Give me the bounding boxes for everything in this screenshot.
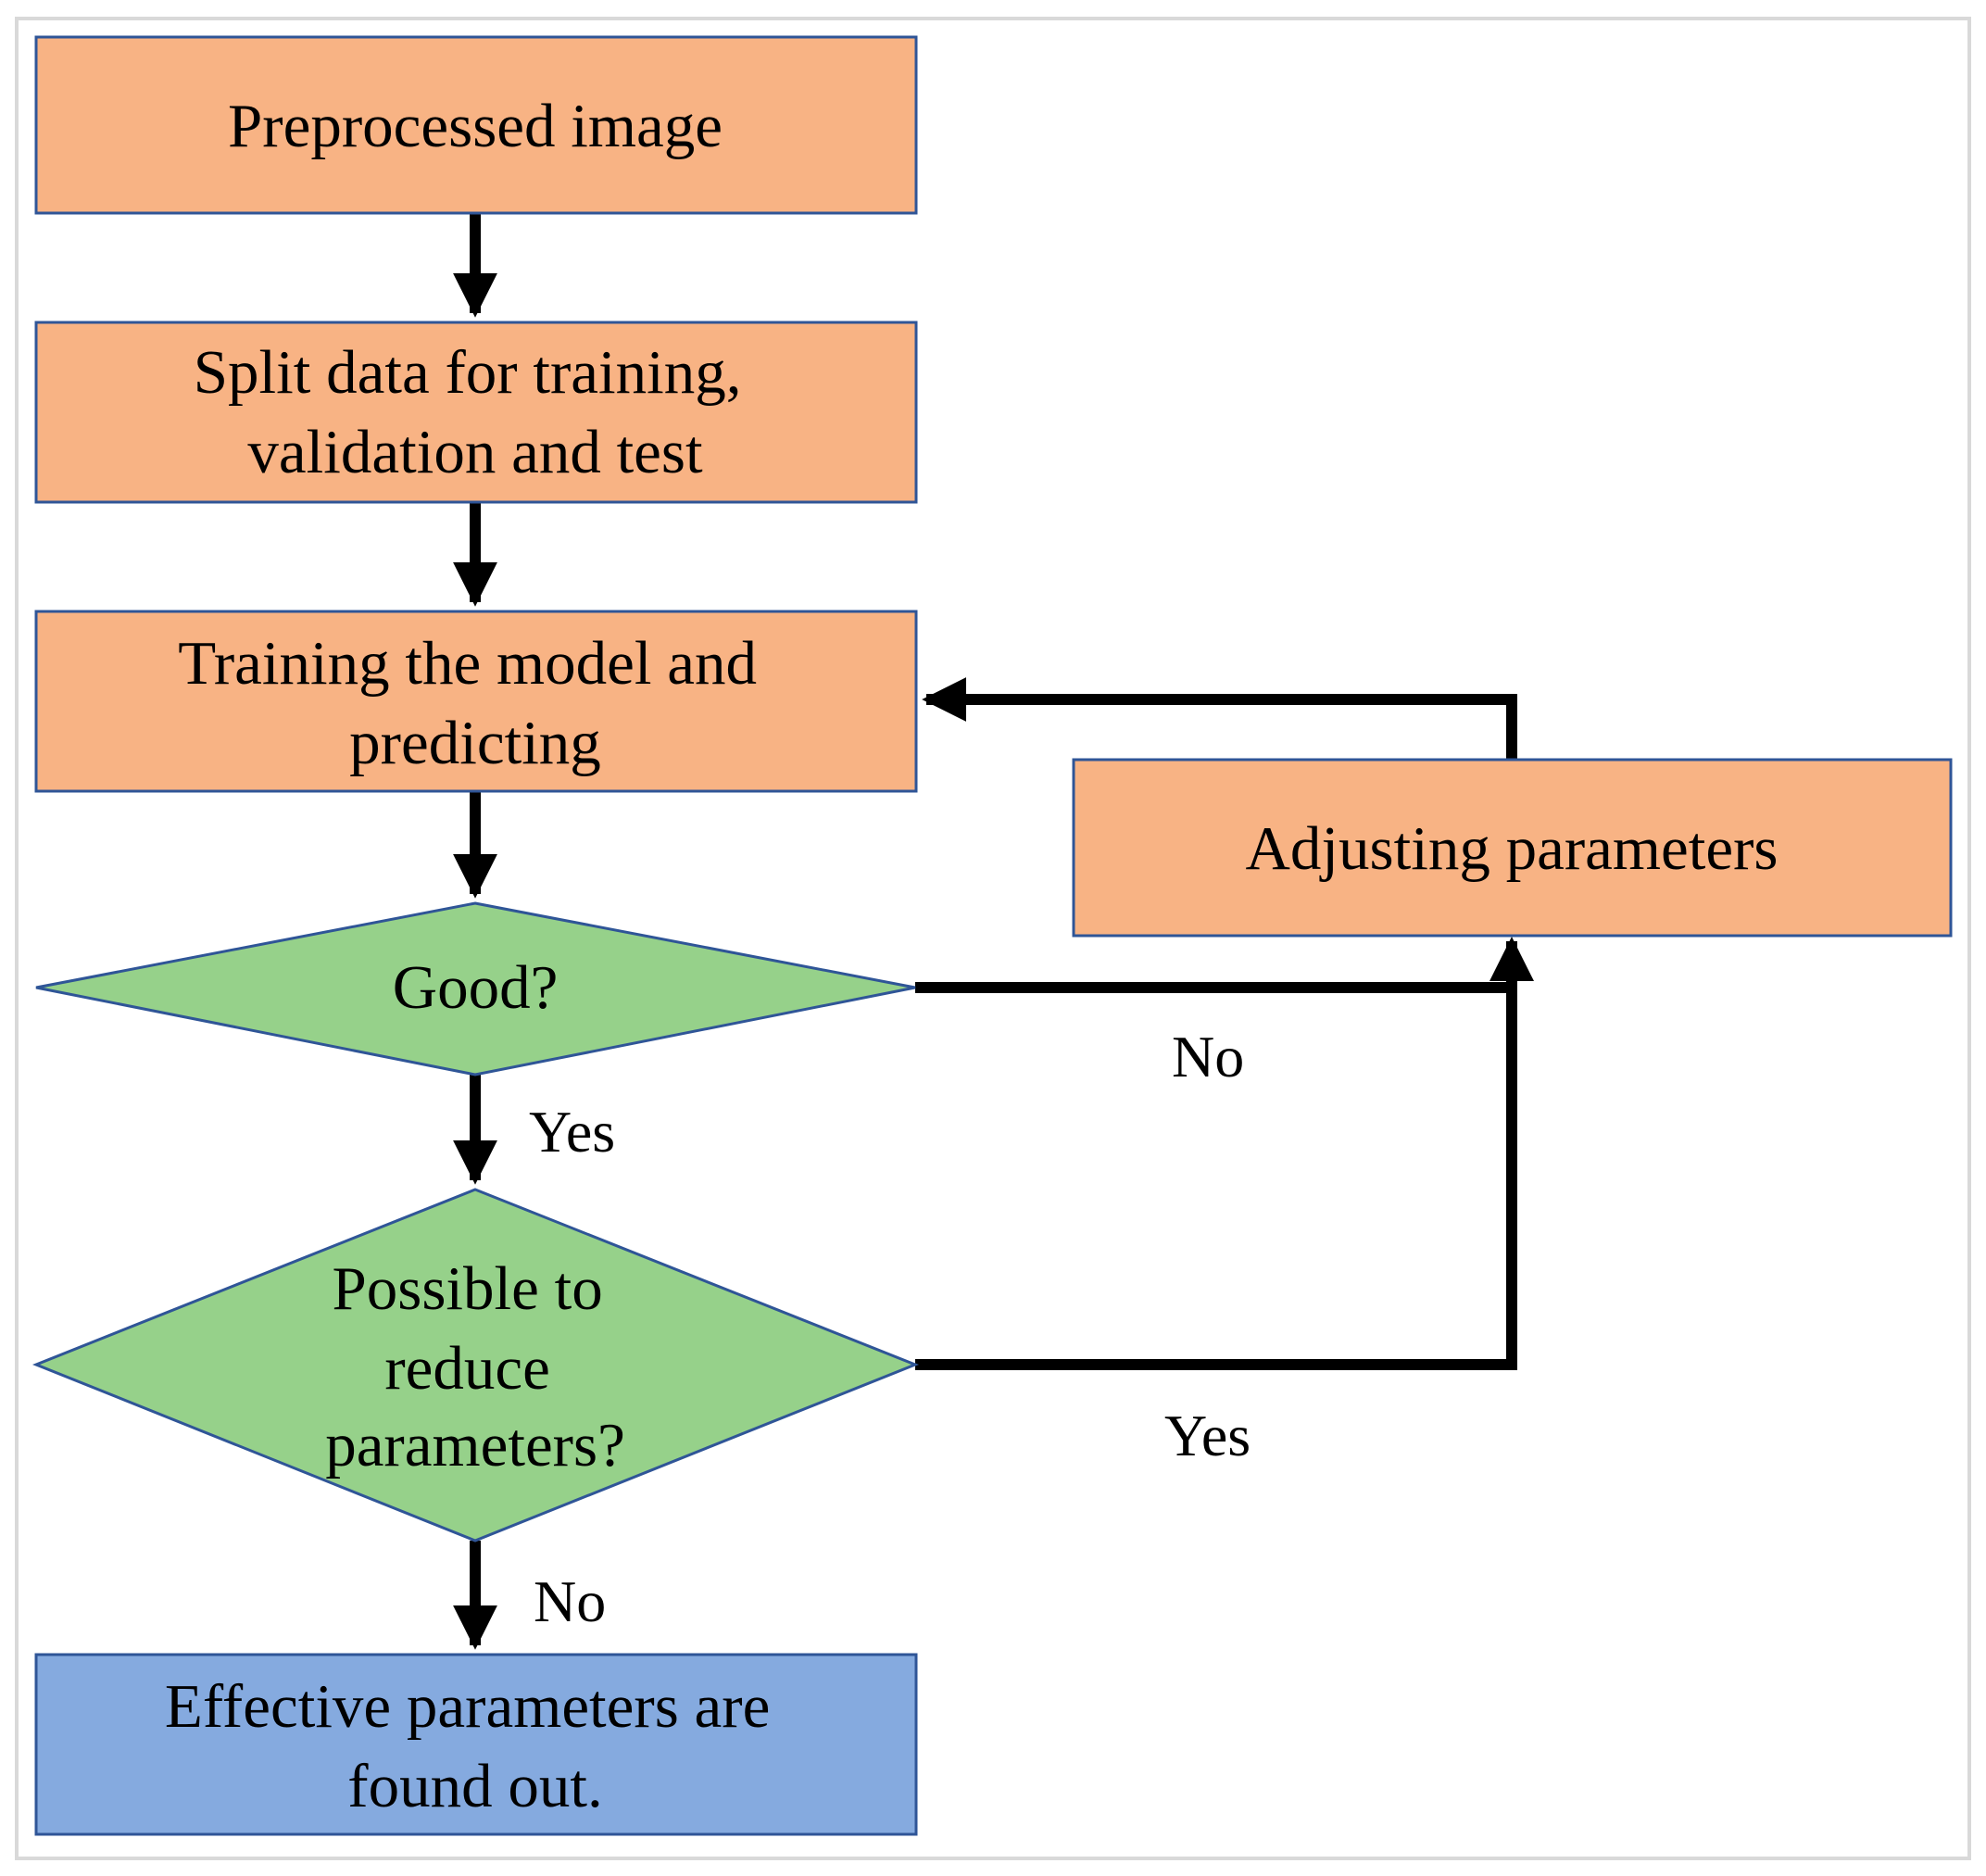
- node-adjusting-line-1: Adjusting parameters: [1246, 814, 1779, 883]
- edge-possible-to-adjusting: [915, 937, 1534, 1370]
- edge-label-possible-yes: Yes: [1164, 1403, 1251, 1468]
- svg-text:Good?: Good?: [393, 953, 559, 1022]
- node-good-diamond: [35, 901, 916, 1076]
- edge-label-possible-no: No: [534, 1568, 606, 1634]
- node-preprocessed-image-line-1: Preprocessed image: [228, 92, 723, 160]
- edge-label-good-yes: Yes: [529, 1099, 615, 1165]
- node-effective: Effective parameters are found out.: [34, 1653, 918, 1836]
- svg-text:Possible to reduce: Possible to reduce parameters?: [325, 1254, 625, 1479]
- node-split-data-line-1: Split data for training,: [194, 338, 742, 407]
- node-split-data-line-2: validation and test: [247, 418, 703, 486]
- node-preprocessed-image: Preprocessed image: [34, 35, 918, 215]
- svg-text:Effective parameters are: Effective parameters are found out.: [165, 1672, 786, 1820]
- node-good: Good?: [35, 901, 916, 1076]
- node-possible-reduce-diamond: [31, 1188, 920, 1542]
- edge-label-good-no: No: [1172, 1024, 1244, 1089]
- node-training-line-2: predicting: [349, 709, 601, 777]
- node-possible-reduce-line-3: parameters?: [325, 1411, 625, 1479]
- node-adjusting: Adjusting parameters: [1072, 758, 1953, 938]
- node-training-line-1: Training the model and: [178, 629, 757, 698]
- node-effective-line-1: Effective parameters are: [165, 1672, 770, 1741]
- node-possible-reduce-line-2: reduce: [384, 1334, 550, 1403]
- node-split-data-box: [34, 321, 918, 504]
- svg-text:Split data for training,: Split data for training, validation and …: [194, 338, 757, 486]
- node-effective-box: [34, 1653, 918, 1836]
- svg-text:Training the model and p: Training the model and predicting: [178, 629, 772, 777]
- node-split-data: Split data for training, validation and …: [34, 321, 918, 504]
- edge-adjusting-to-training: [922, 677, 1517, 760]
- node-adjusting-box: [1072, 758, 1953, 938]
- svg-text:Adjusting parameters: Adjusting parameters: [1246, 814, 1779, 883]
- node-training: Training the model and predicting: [34, 610, 918, 793]
- node-possible-reduce-line-1: Possible to: [333, 1254, 603, 1323]
- node-preprocessed-image-box: [34, 35, 918, 215]
- edges: [453, 213, 1534, 1650]
- svg-text:Preprocessed image: Preprocessed image: [228, 92, 723, 160]
- node-training-box: [34, 610, 918, 793]
- node-good-line-1: Good?: [393, 953, 559, 1022]
- node-effective-line-2: found out.: [347, 1752, 602, 1820]
- node-possible-reduce: Possible to reduce parameters?: [31, 1188, 920, 1542]
